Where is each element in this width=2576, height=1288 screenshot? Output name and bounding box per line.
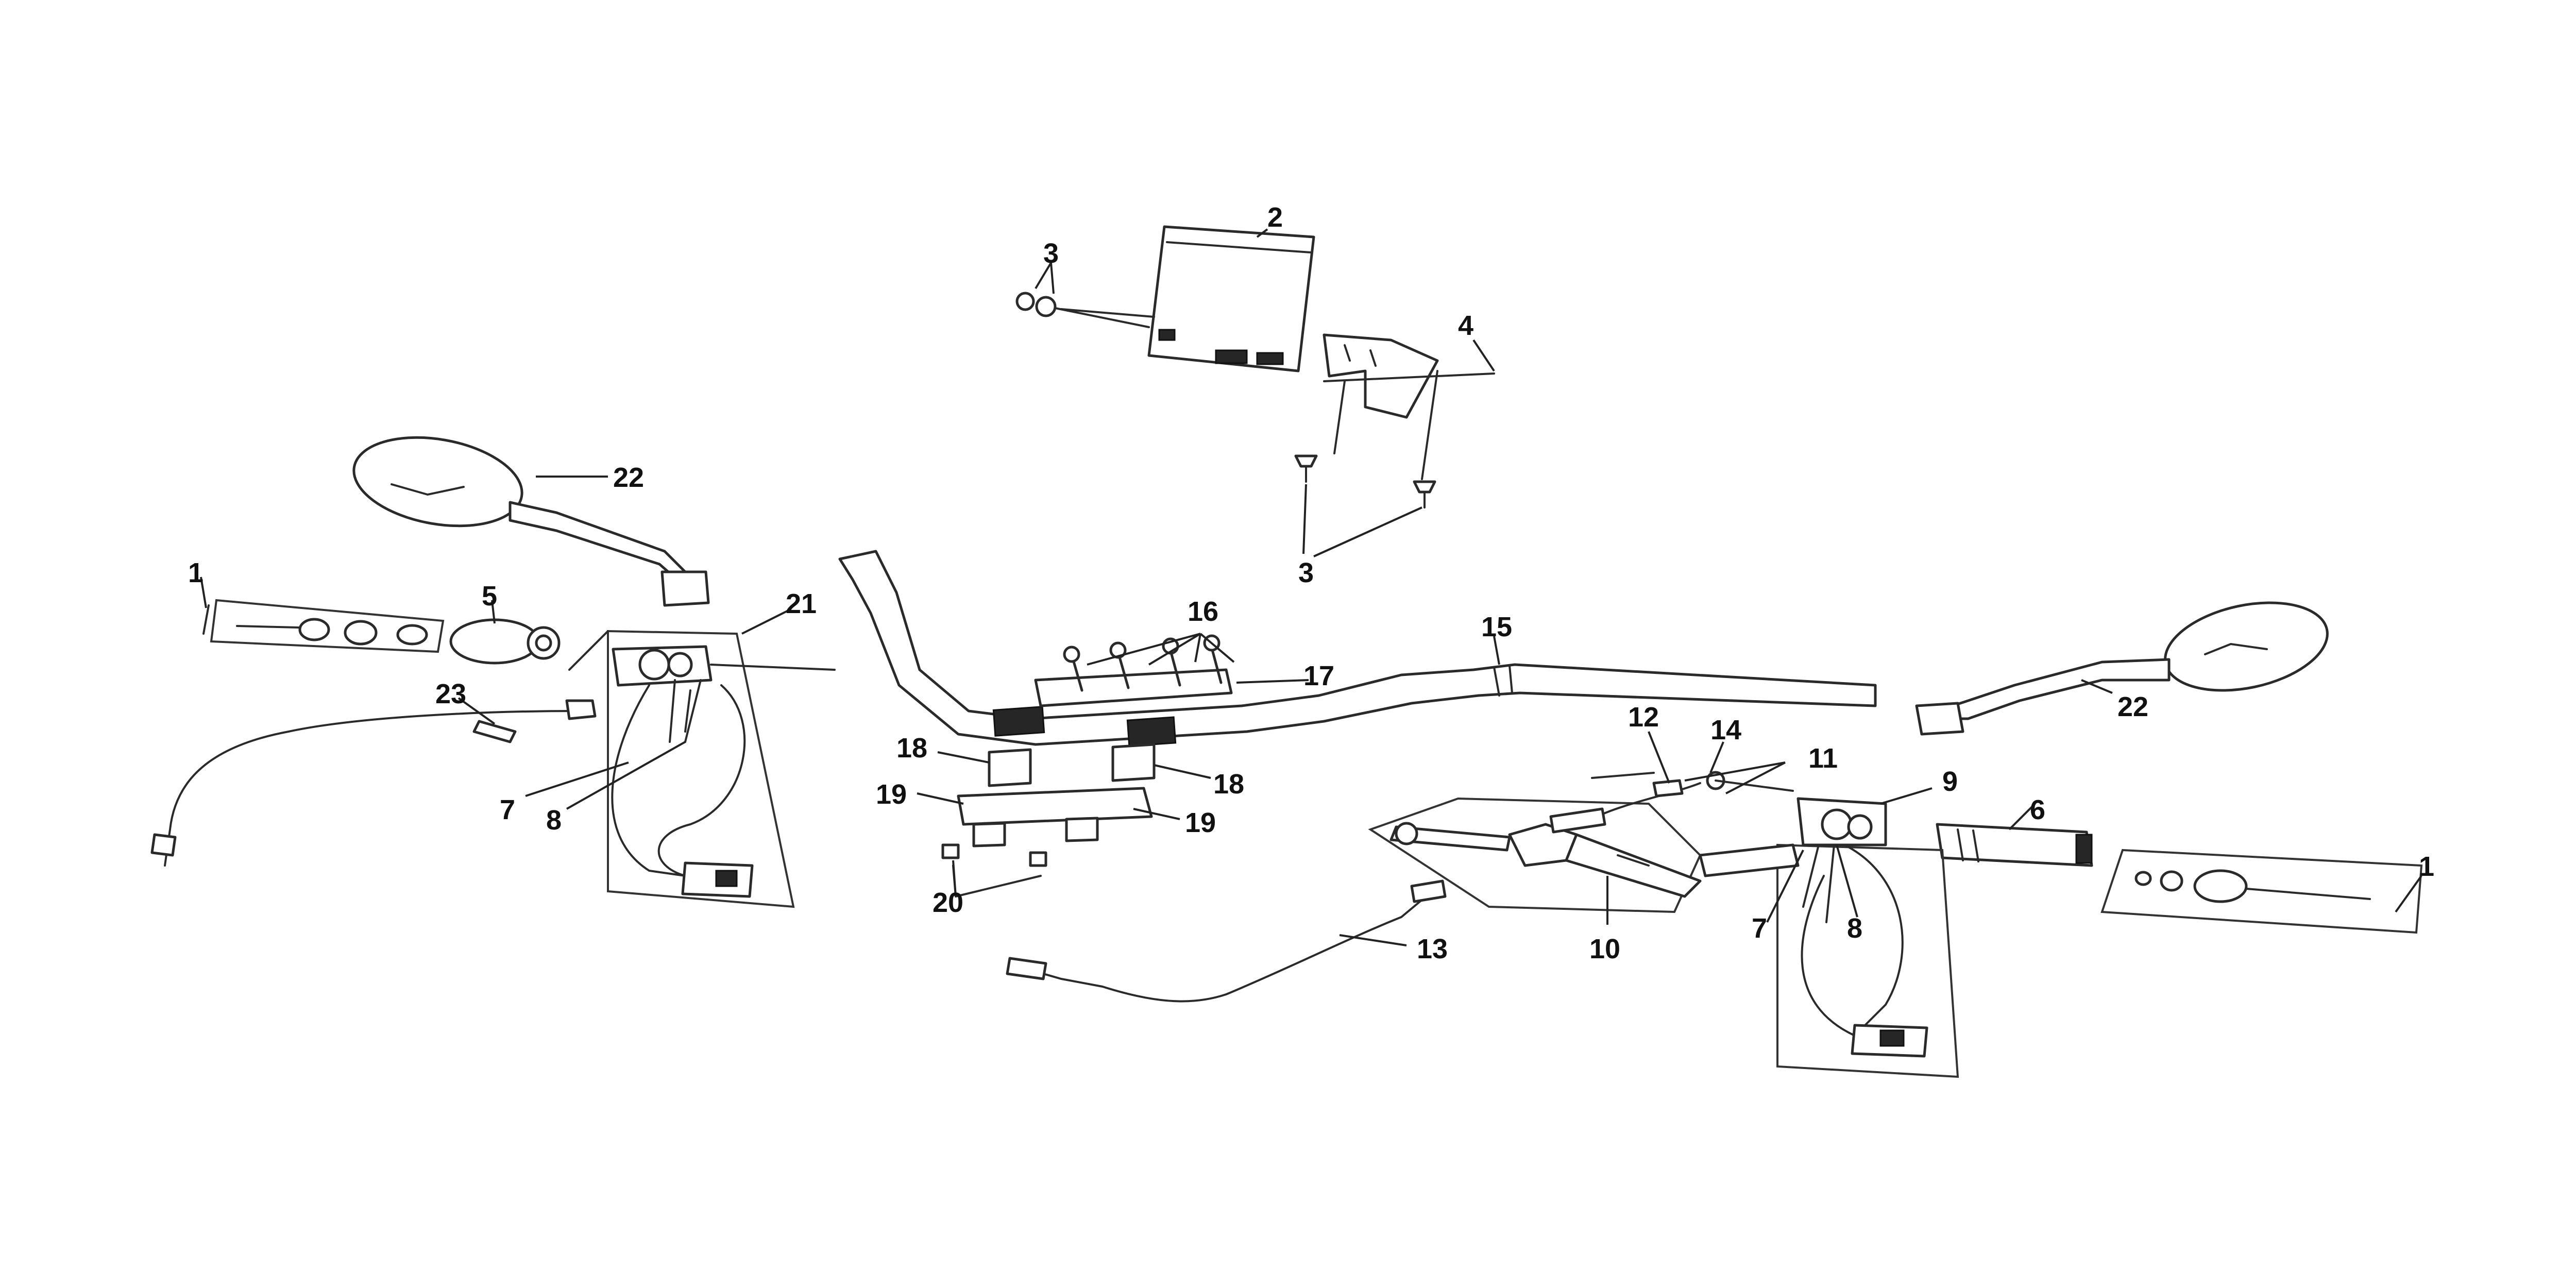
right-grip-part <box>1936 823 2093 867</box>
callout-8-right: 8 <box>1847 913 1862 944</box>
left-grip-part <box>202 599 445 653</box>
callout-3-top: 3 <box>1043 238 1059 269</box>
callout-4: 4 <box>1458 310 1473 341</box>
leader-lines <box>200 228 2422 946</box>
callout-6: 6 <box>2030 794 2045 825</box>
throttle-cable-part <box>150 699 597 867</box>
brake-lever-assembly <box>1368 771 1800 913</box>
speedometer-part <box>1147 225 1315 372</box>
callout-labels: 2 3 4 3 22 1 5 21 23 7 8 16 17 15 18 18 … <box>188 202 2434 964</box>
callout-7-right: 7 <box>1752 913 1767 944</box>
callout-13: 13 <box>1417 934 1448 964</box>
screw-set-bottom <box>1294 454 1436 509</box>
callout-1-left: 1 <box>188 557 204 588</box>
callout-14: 14 <box>1710 715 1741 745</box>
handlebar-tube <box>838 550 1877 746</box>
clamp-rubber-left <box>992 706 1045 737</box>
mirror-left-part <box>352 436 710 607</box>
callout-8-left: 8 <box>546 805 562 836</box>
clamp-rubber-right <box>1126 716 1177 747</box>
callout-7-left: 7 <box>500 794 515 825</box>
callout-18-right: 18 <box>1213 769 1244 800</box>
right-grip-endcap-part <box>2100 849 2423 934</box>
callout-22-left: 22 <box>613 462 644 493</box>
screw-set-top <box>1015 292 1155 328</box>
lower-holder-part <box>941 743 1156 897</box>
callout-22-right: 22 <box>2117 691 2148 722</box>
callout-3-bottom: 3 <box>1298 557 1314 588</box>
callout-11: 11 <box>1808 743 1838 774</box>
meter-bracket-part <box>1323 333 1495 480</box>
callout-15: 15 <box>1481 612 1512 642</box>
mirror-right-part <box>1915 601 2329 736</box>
callout-9: 9 <box>1942 766 1958 797</box>
callout-17: 17 <box>1303 660 1334 691</box>
callout-21: 21 <box>786 588 817 619</box>
callout-19-left: 19 <box>876 779 907 810</box>
callout-2: 2 <box>1267 202 1283 233</box>
callout-16: 16 <box>1188 596 1218 627</box>
brake-cable-part <box>1006 879 1447 1003</box>
callout-19-right: 19 <box>1185 807 1216 838</box>
left-switch-assembly <box>568 630 836 908</box>
callout-10: 10 <box>1589 934 1620 964</box>
callout-5: 5 <box>482 581 497 612</box>
callout-23: 23 <box>435 679 466 709</box>
callout-12: 12 <box>1628 702 1659 733</box>
right-switch-assembly <box>1776 797 1959 1078</box>
left-switch-part <box>449 618 561 665</box>
callout-20: 20 <box>933 887 963 918</box>
callout-1-right: 1 <box>2419 851 2434 882</box>
callout-18-left: 18 <box>896 733 927 764</box>
upper-clamp-part <box>1034 634 1233 707</box>
